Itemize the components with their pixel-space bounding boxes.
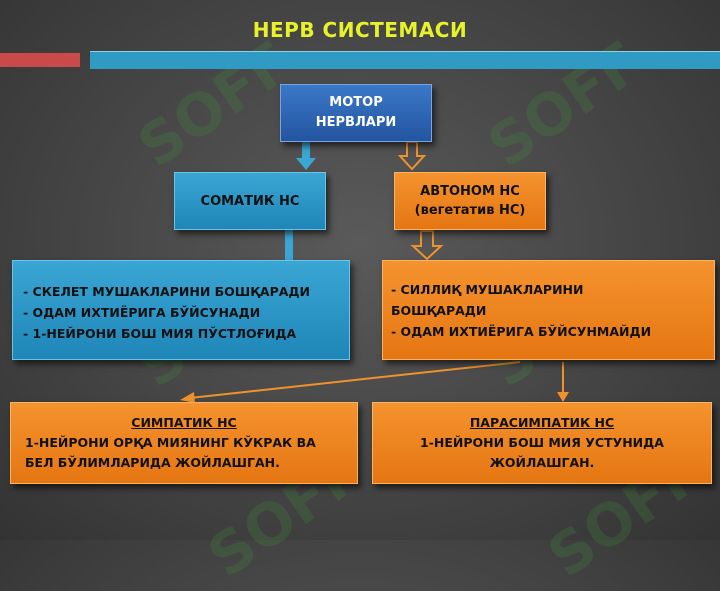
- arrow-avtonom-details: [410, 230, 444, 261]
- parasimpatik-line2: ЖОЙЛАШГАН.: [489, 455, 595, 470]
- motor-nerves-box: МОТОР НЕРВЛАРИ: [280, 84, 432, 142]
- somatik-detail: - СКЕЛЕТ МУШАКЛАРИНИ БОШҚАРАДИ: [23, 284, 311, 299]
- simpatik-box: СИМПАТИК НС 1-НЕЙРОНИ ОРҚА МИЯНИНГ КЎКРА…: [10, 402, 358, 484]
- accent-bar-red: [0, 53, 80, 67]
- parasimpatik-heading: ПАРАСИМПАТИК НС: [469, 415, 615, 430]
- connector-somatik-details: [285, 230, 293, 260]
- accent-bar-blue: [90, 51, 720, 69]
- arrowhead-parasimpatik: [557, 392, 569, 402]
- page-title: НЕРВ СИСТЕМАСИ: [252, 18, 468, 42]
- simpatik-heading: СИМПАТИК НС: [131, 415, 237, 430]
- parasimpatik-line1: 1-НЕЙРОНИ БОШ МИЯ УСТУНИДА: [420, 435, 664, 450]
- avtonom-line1: АВТОНОМ НС: [420, 184, 520, 199]
- avtonom-detail: - СИЛЛИҚ МУШАКЛАРИНИ: [391, 282, 584, 297]
- simpatik-line2: БЕЛ БЎЛИМЛАРИДА ЖОЙЛАШГАН.: [25, 455, 280, 470]
- avtonom-line2: (вегетатив НС): [414, 203, 526, 218]
- connector-to-simpatik: [189, 361, 521, 399]
- somatik-box: СОМАТИК НС: [174, 172, 326, 230]
- motor-line1: МОТОР: [329, 95, 383, 110]
- parasimpatik-box: ПАРАСИМПАТИК НС 1-НЕЙРОНИ БОШ МИЯ УСТУНИ…: [372, 402, 712, 484]
- avtonom-box: АВТОНОМ НС (вегетатив НС): [394, 172, 546, 230]
- somatik-details-box: - СКЕЛЕТ МУШАКЛАРИНИ БОШҚАРАДИ - ОДАМ ИХ…: [12, 260, 350, 360]
- somatik-label: СОМАТИК НС: [200, 193, 300, 209]
- arrowhead-motor-somatik: [296, 158, 316, 170]
- avtonom-details-box: - СИЛЛИҚ МУШАКЛАРИНИ БОШҚАРАДИ - ОДАМ ИХ…: [382, 260, 715, 360]
- avtonom-detail: - ОДАМ ИХТИЁРИГА БЎЙСУНМАЙДИ: [391, 324, 652, 339]
- somatik-detail: - ОДАМ ИХТИЁРИГА БЎЙСУНАДИ: [23, 305, 261, 320]
- arrow-motor-avtonom: [397, 141, 427, 171]
- connector-motor-somatik: [302, 142, 310, 160]
- motor-line2: НЕРВЛАРИ: [315, 115, 397, 130]
- somatik-detail: - 1-НЕЙРОНИ БОШ МИЯ ПЎСТЛОҒИДА: [23, 326, 297, 341]
- simpatik-line1: 1-НЕЙРОНИ ОРҚА МИЯНИНГ КЎКРАК ВА: [25, 435, 316, 450]
- avtonom-detail: БОШҚАРАДИ: [391, 303, 487, 318]
- connector-arrows: [180, 141, 569, 403]
- arrowhead-simpatik: [180, 392, 195, 403]
